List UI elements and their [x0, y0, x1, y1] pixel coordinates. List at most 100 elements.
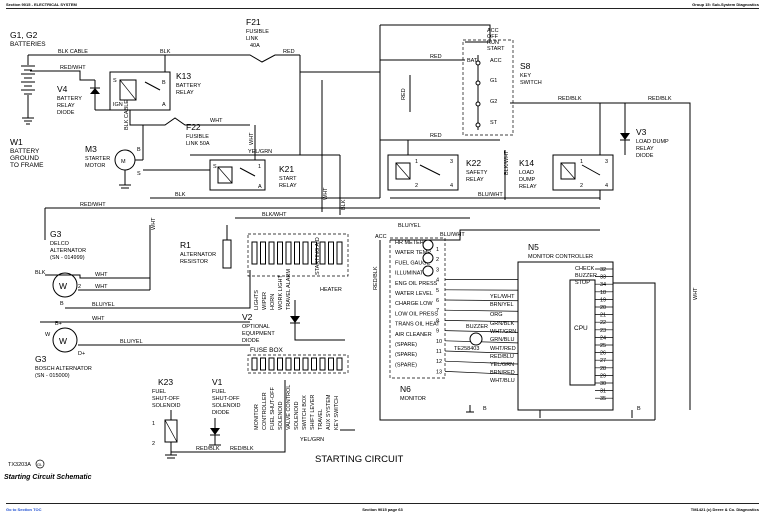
controller-pin-number: 34 — [600, 282, 606, 288]
r1-id: R1 — [180, 240, 191, 250]
fuse-label-4: VALVE CONTROL — [286, 385, 292, 430]
wire-red-blk-3: RED/BLK — [196, 446, 220, 452]
v4-line2: RELAY — [57, 103, 75, 109]
fuse-label-8: TRAVEL — [318, 409, 324, 430]
wire-red-2: RED — [430, 54, 442, 60]
top-fuse — [251, 241, 258, 265]
k21-line2: RELAY — [279, 183, 297, 189]
s8-g2: G2 — [490, 99, 497, 105]
monitor-item-label: (SPARE) — [395, 342, 417, 348]
wire-blu-wht: BLU/WHT — [478, 192, 503, 198]
v2-line3: DIODE — [242, 338, 260, 344]
fuse-panel-top — [247, 233, 349, 277]
s8-run: RUN — [487, 40, 499, 46]
controller-pin-number: 27 — [600, 358, 606, 364]
g3a-line3: (SN - 014999) — [50, 255, 85, 261]
k14-t3: 3 — [605, 159, 608, 165]
n6-name: MONITOR — [400, 396, 426, 402]
f21-line1: FUSIBLE — [246, 29, 269, 35]
monitor-controller-n5: N5 MONITOR CONTROLLER CPU CHECK BUZZER S… — [517, 242, 614, 411]
controller-pin-number: 18 — [600, 290, 606, 296]
g3b-dplus: D+ — [78, 351, 85, 357]
controller-pin-number: 30 — [600, 381, 606, 387]
wire-wht-blu: WHT/BLU — [490, 378, 515, 384]
fuse-label-0: MONITOR — [254, 404, 260, 430]
v2-line2: EQUIPMENT — [242, 331, 275, 337]
fuse-label-6: SWITCH BOX — [302, 395, 308, 430]
v1-line3: SOLENOID — [212, 403, 240, 409]
k21-id: K21 — [279, 164, 294, 174]
wire-brn-red: BRN/RED — [490, 370, 515, 376]
v4-id: V4 — [57, 84, 68, 94]
top-fuse — [302, 241, 309, 265]
wire-blk-2: BLK — [341, 199, 347, 210]
page-footer-center: Section 9015 page 63 — [362, 507, 403, 512]
top-fuse — [268, 241, 275, 265]
go-to-section-toc-link[interactable]: Go to Section TOC — [6, 507, 42, 512]
k14-t2: 2 — [580, 183, 583, 189]
s8-line1: KEY — [520, 73, 531, 79]
monitor-pin-number: 3 — [436, 267, 439, 273]
v3-id: V3 — [636, 127, 647, 137]
controller-pin-number: 29 — [600, 373, 606, 379]
optional-equipment-diode-v2: V2 OPTIONAL EQUIPMENT DIODE — [242, 300, 345, 344]
fuse-top-label-3: WORK LIGHT — [278, 275, 284, 310]
fuse-box-fuse — [285, 357, 292, 371]
controller-pin-number: 32 — [600, 267, 606, 273]
m3-m-mark: M — [121, 159, 126, 165]
s8-bat: BAT — [467, 58, 478, 64]
wire-wht-red: WHT/RED — [490, 346, 516, 352]
wire-red-wht-2: RED/WHT — [80, 202, 106, 208]
ground-b-2: B — [483, 406, 487, 412]
fuse-box-fuse — [251, 357, 258, 371]
figure-id: TX3203A — [8, 462, 31, 468]
top-fuse — [319, 241, 326, 265]
monitor-pin-number: 10 — [436, 339, 442, 345]
k13-s-terminal: S — [113, 78, 117, 84]
fuse-top-label-2: HORN — [270, 294, 276, 310]
wire-blk-wht: BLK/WHT — [262, 212, 287, 218]
load-dump-relay-diode-v3: V3 LOAD DUMP RELAY DIODE — [620, 103, 669, 159]
controller-pin-number: 25 — [600, 343, 606, 349]
monitor-pin-number: 1 — [436, 247, 439, 253]
f22-id: F22 — [186, 122, 201, 132]
k13-a-terminal: A — [162, 102, 166, 108]
monitor-item-label: FUEL GAUGE — [395, 260, 431, 266]
battery-ground-w1: W1 BATTERY GROUND TO FRAME — [10, 137, 44, 169]
g3b-line1: BOSCH ALTERNATOR — [35, 366, 92, 372]
fuse-label-3: SOLENOID — [278, 402, 284, 430]
s8-acc2: ACC — [490, 58, 502, 64]
fuel-shutoff-solenoid-diode-v1: V1 FUEL SHUT-OFF SOLENOID DIODE — [209, 377, 240, 446]
v2-id: V2 — [242, 312, 253, 322]
wire-blu-wht-2: BLU/WHT — [440, 232, 465, 238]
monitor-buzzer: BUZZER TE258403 — [454, 324, 488, 352]
k22-t1: 1 — [415, 159, 418, 165]
fuse-top-labels: LIGHTS WIPER HORN WORK LIGHT TRAVEL ALAR… — [254, 237, 342, 310]
s8-off: OFF — [487, 34, 499, 40]
wire-wht-4: WHT — [95, 272, 108, 278]
k22-line2: RELAY — [466, 177, 484, 183]
v1-line1: FUEL — [212, 389, 226, 395]
safety-relay-k22: 1 3 2 4 K22 SAFETY RELAY — [387, 154, 488, 191]
wire-yel-grn-3: YEL/GRN — [490, 362, 514, 368]
buzzer-part-number: TE258403 — [454, 346, 479, 352]
n5-check: CHECK — [575, 266, 595, 272]
figure-mark: GL — [37, 462, 43, 467]
top-fuse — [285, 241, 292, 265]
fuse-box-fuse — [328, 357, 334, 371]
top-fuse — [336, 241, 343, 265]
k14-t1: 1 — [580, 159, 583, 165]
batteries-g1-g2: G1, G2 BATTERIES — [10, 30, 46, 125]
controller-pin-number: 20 — [600, 305, 606, 311]
monitor-item-label: (SPARE) — [395, 362, 417, 368]
v3-line2: RELAY — [636, 146, 654, 152]
v1-line2: SHUT-OFF — [212, 396, 240, 402]
controller-pin-number: 19 — [600, 297, 606, 303]
load-dump-relay-k14: 1 3 2 4 K14 LOAD DUMP RELAY — [519, 154, 614, 191]
m3-line2: MOTOR — [85, 163, 105, 169]
fuse-label-10: KEY SWITCH — [334, 396, 340, 430]
fuse-top-label-6: STARTING AID — [315, 237, 321, 275]
key-switch-s8: ACC OFF RUN START BAT ACC G1 G2 ST S8 KE… — [462, 28, 542, 136]
monitor-item-label: LOW OIL PRESS — [395, 311, 438, 317]
fuse-top-label-0: LIGHTS — [254, 290, 260, 310]
